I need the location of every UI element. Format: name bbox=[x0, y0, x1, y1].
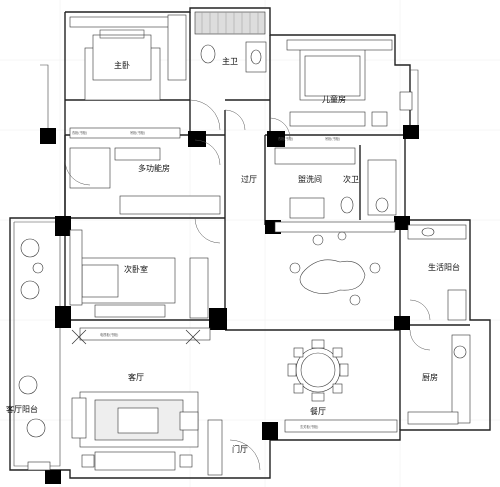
kids-room-furniture bbox=[286, 39, 413, 127]
master-bath-fixtures bbox=[194, 11, 267, 73]
dining-table bbox=[284, 339, 398, 433]
cabinet-label: 玄关柜(书柜) bbox=[300, 424, 318, 429]
room-label-dining: 餐厅 bbox=[310, 407, 326, 416]
master-bedroom-furniture bbox=[69, 14, 187, 101]
utility-balcony-fixtures bbox=[407, 224, 467, 321]
living-room-furniture bbox=[71, 327, 223, 476]
room-label-kitchen: 厨房 bbox=[422, 372, 438, 382]
structural-columns bbox=[40, 125, 419, 484]
hall-rug bbox=[289, 231, 381, 306]
room-label-hall: 过厅 bbox=[241, 174, 257, 184]
room-label-laundry: 盥洗间 bbox=[298, 174, 322, 184]
room-label-master-bath: 主卫 bbox=[222, 56, 238, 66]
kitchen-fixtures bbox=[407, 334, 471, 425]
room-label-utility-balcony: 生活阳台 bbox=[428, 262, 460, 272]
cabinet-label: 衣柜(书柜) bbox=[278, 136, 293, 141]
room-label-kids-room: 儿童房 bbox=[322, 94, 346, 104]
ceiling-lamps bbox=[71, 329, 201, 345]
room-label-living: 客厅 bbox=[128, 372, 144, 382]
cabinet-label: 吊柜(书柜) bbox=[130, 130, 145, 135]
second-bedroom-furniture bbox=[69, 229, 209, 319]
room-label-living-balcony: 客厅阳台 bbox=[6, 404, 38, 414]
cabinet-label: 电视柜(书柜) bbox=[100, 332, 118, 337]
room-label-master-bedroom: 主卧 bbox=[114, 60, 130, 70]
room-label-multi-room: 多功能房 bbox=[138, 163, 170, 173]
room-label-second-bedroom: 次卧室 bbox=[124, 264, 148, 274]
cabinet-label: 吊柜(书柜) bbox=[325, 136, 340, 141]
laundry-fixtures bbox=[274, 147, 397, 233]
balcony-chairs bbox=[18, 238, 51, 471]
cabinet-label: 衣柜(书柜) bbox=[72, 130, 87, 135]
door-swings bbox=[64, 99, 431, 471]
room-label-foyer: 门厅 bbox=[232, 444, 248, 454]
room-label-second-bath: 次卫 bbox=[343, 174, 359, 184]
